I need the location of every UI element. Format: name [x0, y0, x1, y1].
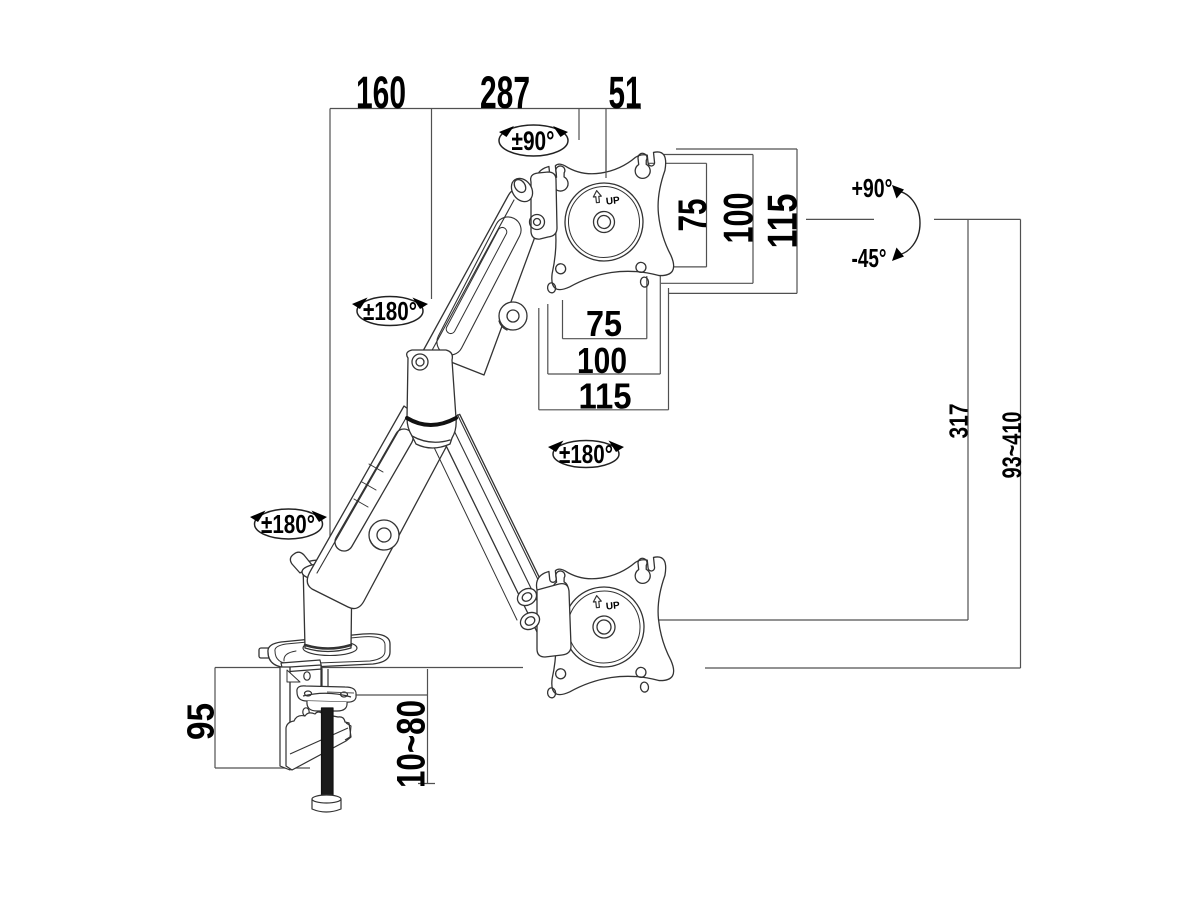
svg-text:100: 100: [715, 193, 762, 244]
svg-text:75: 75: [671, 199, 715, 232]
svg-text:±180°: ±180°: [363, 296, 417, 326]
svg-text:95: 95: [181, 703, 223, 740]
svg-text:317: 317: [944, 404, 974, 439]
svg-text:-45°: -45°: [852, 243, 887, 273]
svg-text:+90°: +90°: [852, 173, 893, 203]
svg-text:100: 100: [577, 340, 627, 381]
svg-text:±90°: ±90°: [512, 126, 555, 156]
svg-text:287: 287: [480, 67, 530, 118]
svg-text:51: 51: [609, 67, 642, 118]
svg-text:93~410: 93~410: [997, 412, 1027, 479]
svg-text:UP: UP: [605, 195, 620, 207]
svg-text:115: 115: [759, 194, 806, 249]
svg-text:115: 115: [579, 376, 632, 417]
svg-text:±180°: ±180°: [559, 439, 613, 469]
svg-text:±180°: ±180°: [261, 509, 315, 539]
svg-text:160: 160: [356, 67, 406, 118]
svg-text:10~80: 10~80: [390, 700, 434, 788]
svg-text:75: 75: [586, 303, 622, 344]
